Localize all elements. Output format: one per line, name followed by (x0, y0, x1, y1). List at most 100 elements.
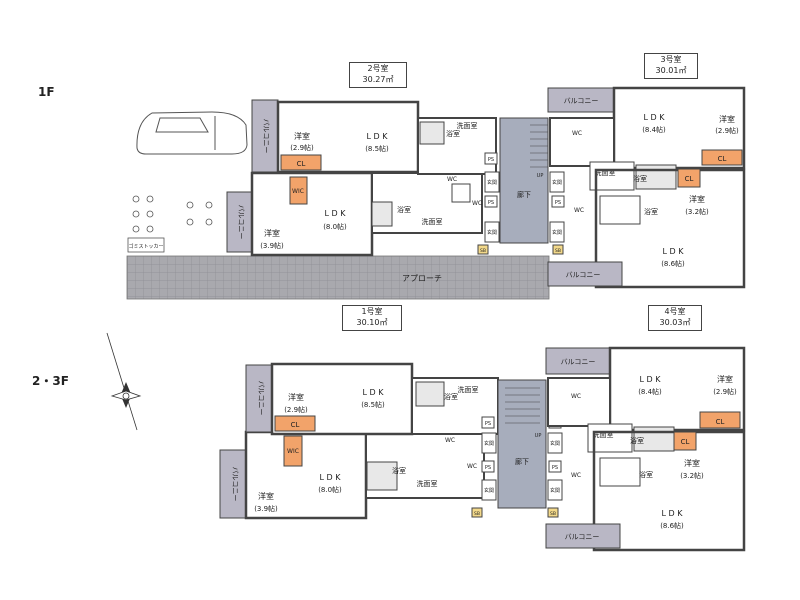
u3-genkan-label: 玄関 (552, 179, 562, 186)
corridor-1f-label: 廊下 (517, 190, 531, 199)
u1-wic-label: WIC (292, 188, 304, 195)
u4f2-bedroom-label: 洋室 (684, 458, 700, 468)
u4f2-cl-label: CL (681, 438, 690, 446)
u4f2-wc-label: WC (571, 472, 581, 479)
u1-balcony (226, 191, 253, 253)
u3-balcony (547, 87, 615, 113)
unit-2-area: 30.27㎡ (362, 75, 394, 84)
u3-wc-label: WC (572, 130, 582, 137)
u1-washroom-label: 洗面室 (422, 217, 443, 226)
unit-2-name: 2号室 (367, 64, 389, 73)
u2f2-genkan-label: 玄関 (484, 440, 494, 447)
u1-wic (289, 176, 308, 205)
u1f2-bedroom-label: 洋室 (258, 491, 274, 501)
svg-text:SB: SB (555, 248, 561, 254)
stocker-label: ゴミストッカー (128, 243, 163, 250)
svg-text:PS: PS (552, 465, 558, 471)
u4-outline (594, 168, 746, 289)
stair-up-2f: UP (535, 433, 542, 439)
u1-genkan-label: 玄関 (487, 229, 497, 236)
unit-4-area: 30.03㎡ (659, 318, 691, 327)
u2-ldk-size: (8.5帖) (365, 144, 389, 153)
u2f2-cl-label: CL (291, 421, 300, 429)
u3f2-cl-label: CL (716, 418, 725, 426)
u4-wc-label: WC (574, 207, 584, 214)
u1f2-bedroom-size: (3.9帖) (254, 504, 278, 513)
corridor-2f-label: 廊下 (515, 457, 529, 466)
u2f2-bedroom-label: 洋室 (288, 392, 304, 402)
u4f2-outline (592, 430, 746, 552)
u1-balcony-label: バルコニー (237, 205, 245, 240)
u1f2-balcony (219, 449, 247, 519)
unit-4-tag: 4号室 30.03㎡ (648, 305, 702, 331)
u1-ldk-size: (8.0帖) (323, 222, 347, 231)
u1f2-ldk-label: L D K (320, 473, 342, 482)
u1-outline (250, 171, 374, 257)
u2f2-washroom-label: 洗面室 (458, 385, 479, 394)
u1-bedroom-label: 洋室 (264, 228, 280, 238)
u2-bedroom-size: (2.9帖) (290, 143, 314, 152)
u3-washroom-label: 洗面室 (595, 168, 616, 177)
unit-1-name: 1号室 (361, 307, 383, 316)
stair-up-1f: UP (537, 173, 544, 179)
u3-bath-label: 浴室 (633, 174, 647, 183)
u4f2-bath-label: 浴室 (639, 470, 653, 479)
u1f2-ldk-size: (8.0帖) (318, 485, 342, 494)
u3f2-wc-label: WC (571, 393, 581, 400)
u2f2-ldk-size: (8.5帖) (361, 400, 385, 409)
u4f2-balcony (545, 523, 621, 549)
u2-cl-label: CL (297, 160, 306, 168)
u2f2-cl (274, 415, 316, 432)
u3f2-bedroom-label: 洋室 (717, 374, 733, 384)
u2-bath-label: 浴室 (446, 129, 460, 138)
u2-ldk-label: L D K (367, 132, 389, 141)
svg-text:PS: PS (488, 200, 494, 206)
u3-ldk-size: (8.4帖) (642, 125, 666, 134)
u4-bedroom-label: 洋室 (689, 194, 705, 204)
u4-balcony-label: バルコニー (566, 271, 601, 279)
corridor-1f (499, 117, 549, 244)
unit-1-tag: 1号室 30.10㎡ (342, 305, 402, 331)
u2f2-bath-label: 浴室 (444, 392, 458, 401)
u4-balcony (547, 261, 623, 287)
u3-bath-block (549, 117, 615, 167)
svg-text:PS: PS (555, 200, 561, 206)
car-icon (136, 111, 248, 155)
u3-bedroom-size: (2.9帖) (715, 126, 739, 135)
u1-bedroom-size: (3.9帖) (260, 241, 284, 250)
svg-text:SB: SB (480, 248, 486, 254)
unit-4-name: 4号室 (664, 307, 686, 316)
approach-area (126, 255, 550, 300)
svg-text:PS: PS (485, 421, 491, 427)
u4f2-bedroom-size: (3.2帖) (680, 471, 704, 480)
u4f2-balcony-label: バルコニー (565, 533, 600, 541)
u2-balcony-label: バルコニー (262, 119, 270, 154)
approach-label: アプローチ (402, 274, 442, 283)
u1f2-wc-label: WC (467, 463, 477, 470)
u1-wc-label: WC (472, 200, 482, 207)
u4-ldk-size: (8.6帖) (661, 259, 685, 268)
u4-bath-label: 浴室 (644, 207, 658, 216)
u4-cl-label: CL (685, 175, 694, 183)
u4-ldk-label: L D K (663, 247, 685, 256)
u3f2-genkan-label: 玄関 (550, 440, 560, 447)
u2f2-balcony (245, 364, 273, 433)
u1f2-genkan-label: 玄関 (484, 487, 494, 494)
u3f2-bath-block (547, 377, 611, 427)
svg-text:SB: SB (550, 511, 556, 517)
u1f2-bath-label: 浴室 (392, 466, 406, 475)
u3f2-cl (699, 411, 741, 429)
u2f2-bedroom-size: (2.9帖) (284, 405, 308, 414)
u2-cl (280, 154, 322, 171)
u3f2-washroom-label: 洗面室 (593, 430, 614, 439)
u2f2-wc-label: WC (445, 437, 455, 444)
u4f2-cl (673, 431, 697, 451)
u4-genkan-label: 玄関 (552, 229, 562, 236)
u3f2-ldk-label: L D K (640, 375, 662, 384)
floor-label-23f: 2・3F (32, 374, 69, 388)
u3f2-bath-label: 浴室 (630, 436, 644, 445)
u1f2-washroom-label: 洗面室 (417, 479, 438, 488)
u4f2-ldk-label: L D K (662, 509, 684, 518)
floor-label-1f: 1F (38, 85, 55, 99)
